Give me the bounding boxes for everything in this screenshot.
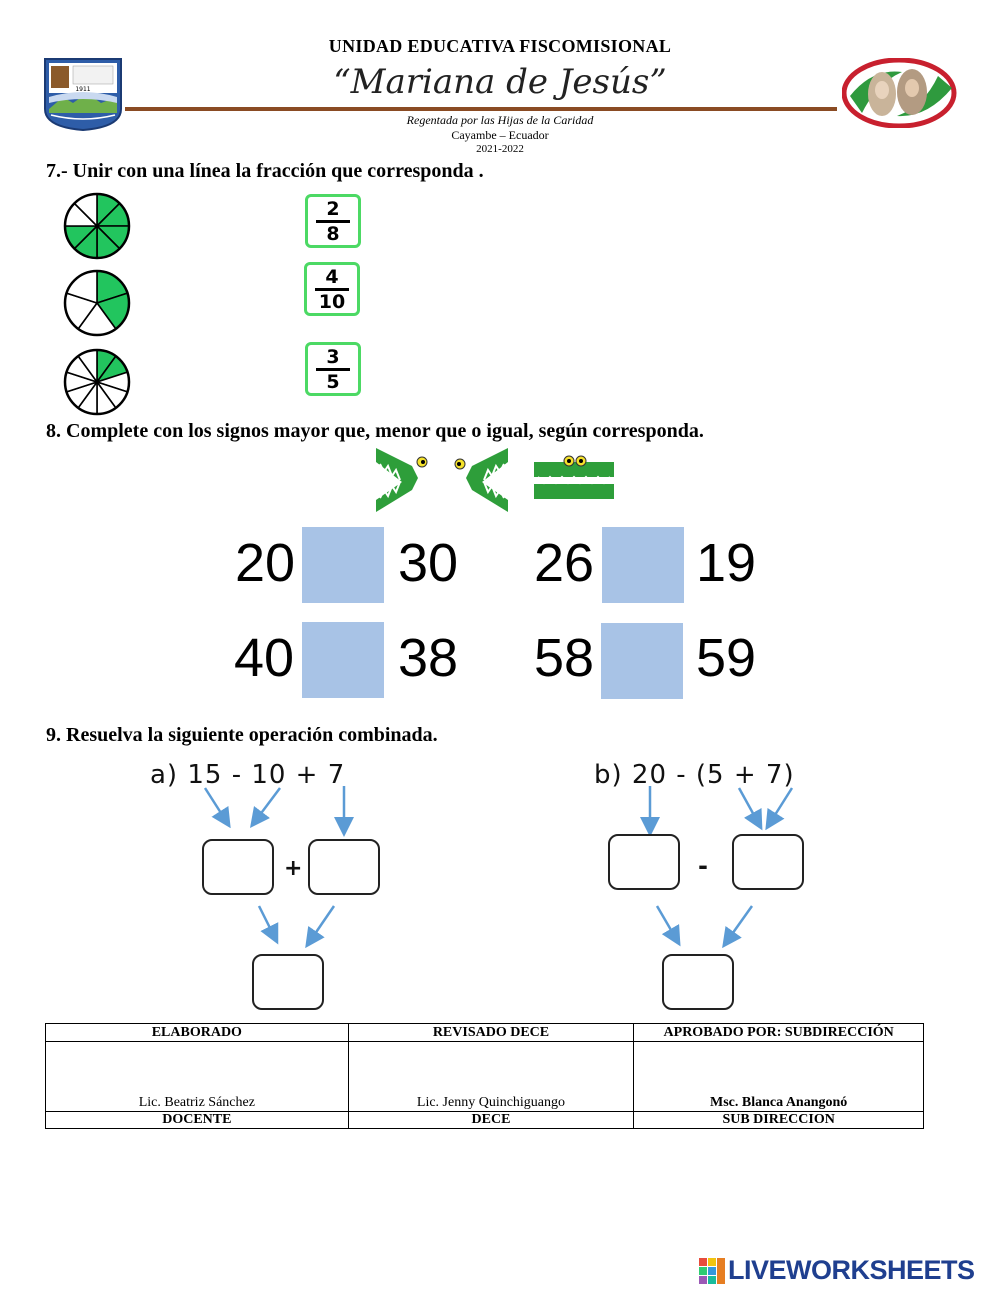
fraction-numerator: 2 xyxy=(326,197,340,220)
fraction-card-3-5[interactable]: 3 5 xyxy=(305,342,361,396)
compare-left-number: 26 xyxy=(534,533,595,593)
operation-b: b) 20 - (5 + 7) xyxy=(594,760,795,790)
fraction-circle[interactable] xyxy=(63,192,131,260)
minus-sign: - xyxy=(698,852,709,880)
signer-role: DECE xyxy=(347,1111,635,1129)
compare-right-number: 59 xyxy=(696,628,757,688)
compare-left-number: 58 xyxy=(534,628,595,688)
signer-name: Lic. Beatriz Sánchez xyxy=(45,1041,349,1112)
fraction-bar xyxy=(315,287,349,291)
compare-right-number: 19 xyxy=(696,533,757,593)
school-year: 2021-2022 xyxy=(476,143,524,155)
header-divider xyxy=(125,107,837,111)
signer-role: DOCENTE xyxy=(45,1111,349,1129)
liveworksheets-logo[interactable]: LIVEWORKSHEETS xyxy=(698,1255,998,1285)
compare-left-number: 20 xyxy=(235,533,296,593)
answer-box-b-left[interactable] xyxy=(608,834,680,890)
fraction-circle[interactable] xyxy=(63,269,131,337)
founders-emblem xyxy=(841,57,957,129)
fraction-denominator: 10 xyxy=(318,290,346,313)
signer-name: Lic. Jenny Quinchiguango xyxy=(347,1041,635,1112)
compare-right-number: 38 xyxy=(398,628,459,688)
signature-name-row: Lic. Beatriz Sánchez Lic. Jenny Quinchig… xyxy=(45,1041,924,1112)
fraction-bar xyxy=(316,367,350,371)
circle-outline xyxy=(63,192,131,260)
answer-box-a-result[interactable] xyxy=(252,954,324,1010)
circle-outline xyxy=(63,269,131,337)
sign-answer-box[interactable] xyxy=(602,527,684,603)
regentada-text: Regentada por las Hijas de la Caridad xyxy=(406,113,594,127)
signature-table: ELABORADO REVISADO DECE APROBADO POR: SU… xyxy=(45,1023,924,1129)
location-text: Cayambe – Ecuador xyxy=(451,128,549,142)
q8-title: 8. Complete con los signos mayor que, me… xyxy=(46,420,704,442)
sign-answer-box[interactable] xyxy=(302,527,384,603)
signer-role: SUB DIRECCION xyxy=(633,1111,924,1129)
signature-role-row: DOCENTE DECE SUB DIRECCION xyxy=(45,1111,924,1129)
flow-arrows xyxy=(203,786,794,949)
answer-box-a-left[interactable] xyxy=(202,839,274,895)
crocodile-signs-icon xyxy=(376,448,614,512)
header-aprobado: APROBADO POR: SUBDIRECCIÓN xyxy=(633,1023,924,1042)
fraction-card-4-10[interactable]: 4 10 xyxy=(304,262,360,316)
q7-title: 7.- Unir con una línea la fracción que c… xyxy=(46,160,484,182)
fraction-numerator: 4 xyxy=(325,265,339,288)
liveworksheets-icon xyxy=(699,1258,725,1284)
signer-name: Msc. Blanca Anangonó xyxy=(633,1041,924,1112)
liveworksheets-text: LIVEWORKSHEETS xyxy=(728,1255,975,1285)
operation-a: a) 15 - 10 + 7 xyxy=(150,760,346,790)
compare-left-number: 40 xyxy=(234,628,295,688)
header-revisado: REVISADO DECE xyxy=(347,1023,635,1042)
fraction-denominator: 8 xyxy=(326,222,340,245)
fraction-denominator: 5 xyxy=(326,370,340,393)
answer-box-b-right[interactable] xyxy=(732,834,804,890)
fraction-card-2-8[interactable]: 2 8 xyxy=(305,194,361,248)
fraction-bar xyxy=(316,219,350,223)
answer-box-b-result[interactable] xyxy=(662,954,734,1010)
circle-outline xyxy=(63,348,131,416)
answer-box-a-right[interactable] xyxy=(308,839,380,895)
fraction-circles xyxy=(63,192,131,416)
header-elaborado: ELABORADO xyxy=(45,1023,349,1042)
fraction-circle[interactable] xyxy=(63,348,131,416)
compare-right-number: 30 xyxy=(398,533,459,593)
q9-title: 9. Resuelva la siguiente operación combi… xyxy=(46,724,438,746)
fraction-numerator: 3 xyxy=(326,345,340,368)
school-name: UNIDAD EDUCATIVA FISCOMISIONAL xyxy=(328,36,672,56)
sign-answer-box[interactable] xyxy=(601,623,683,699)
logo-year: 1911 xyxy=(75,86,90,93)
sign-answer-box[interactable] xyxy=(302,622,384,698)
signature-header-row: ELABORADO REVISADO DECE APROBADO POR: SU… xyxy=(45,1023,924,1042)
school-logo: 1911 xyxy=(43,57,123,132)
plus-sign: + xyxy=(284,856,304,881)
school-motto: “Mariana de Jesús” xyxy=(333,62,667,102)
